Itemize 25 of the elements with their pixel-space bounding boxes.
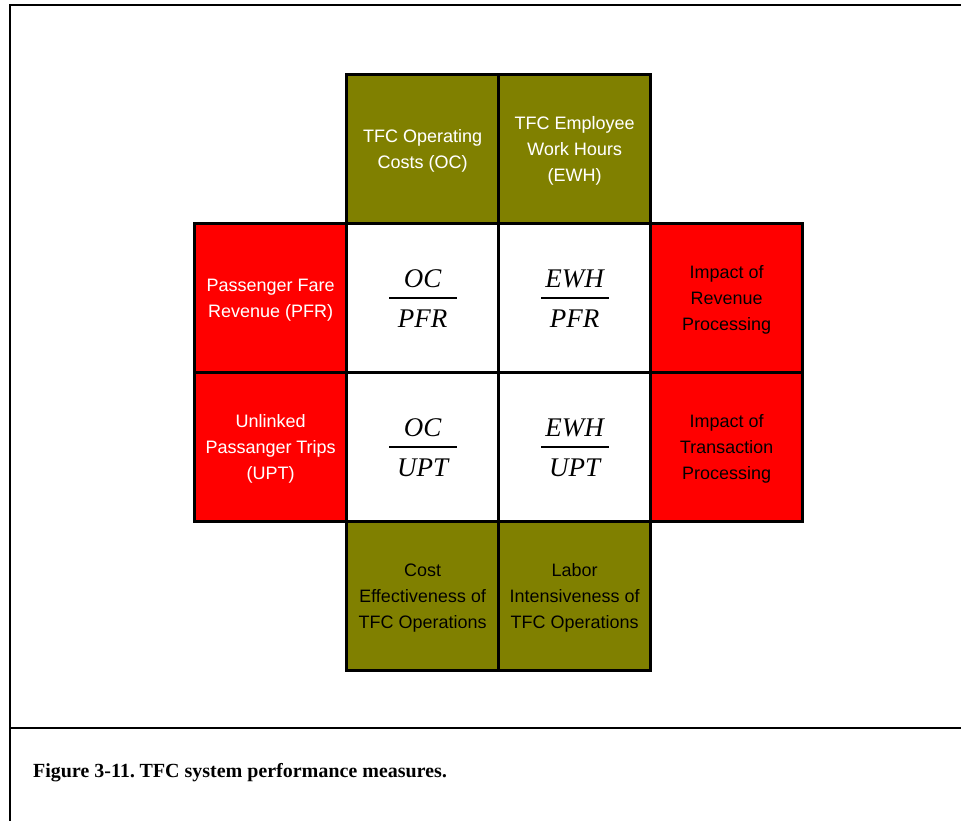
measure-box — [345, 520, 500, 672]
measure-label: Impact of Revenue Processing — [680, 261, 772, 336]
measure-box — [649, 222, 804, 374]
numerator-text: OC — [404, 411, 442, 444]
denominator-text: PFR — [398, 302, 448, 335]
denominator-text: PFR — [550, 302, 600, 335]
measure-box — [193, 371, 348, 523]
measure-label: Cost Effectiveness of TFC Operations — [357, 559, 488, 634]
measure-label: TFC Employee Work Hours (EWH) — [513, 112, 636, 187]
measure-box — [497, 73, 652, 225]
measure-box — [497, 520, 652, 672]
measure-label: Unlinked Passanger Trips (UPT) — [204, 410, 337, 485]
measure-box — [649, 371, 804, 523]
denominator-text: UPT — [396, 450, 448, 484]
numerator-text: EWH — [545, 262, 604, 296]
measure-box — [193, 222, 348, 374]
numerator-text: EWH — [545, 411, 604, 444]
numerator-text: OC — [404, 262, 442, 296]
figure-caption: Figure 3-11. TFC system performance measures. — [33, 760, 447, 783]
denominator-text: UPT — [548, 450, 600, 484]
measure-box — [345, 73, 500, 225]
measure-label: TFC Operating Costs (OC) — [362, 125, 484, 174]
measure-label: Labor Intensiveness of TFC Operations — [508, 559, 641, 634]
measure-label: Passenger Fare Revenue (PFR) — [205, 274, 336, 323]
measure-label: Impact of Transaction Processing — [678, 410, 774, 485]
